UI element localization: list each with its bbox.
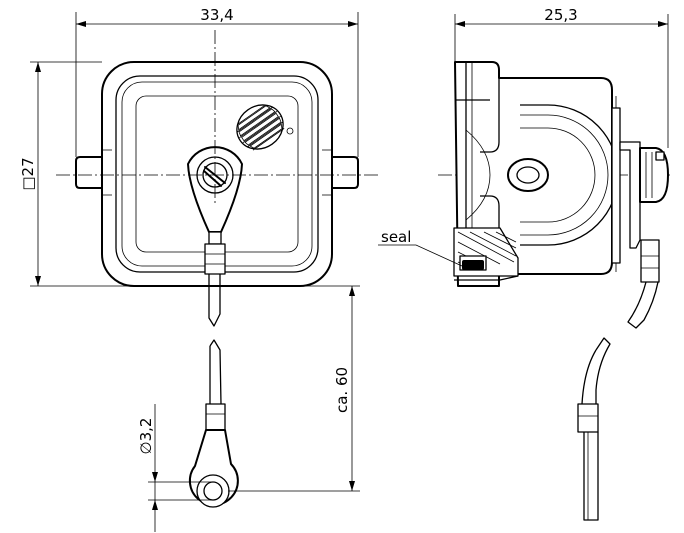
dimension-cable-length: ca. 60 (333, 367, 351, 413)
seal-callout: seal (381, 228, 411, 246)
dimension-lines (30, 12, 669, 532)
dimension-width-front: 33,4 (200, 6, 233, 24)
dimension-height: □27 (19, 157, 37, 190)
front-view (75, 61, 359, 508)
dimension-width-side: 25,3 (544, 6, 577, 24)
side-view (453, 61, 669, 521)
dimension-eyelet-diameter: ∅3,2 (137, 418, 155, 455)
